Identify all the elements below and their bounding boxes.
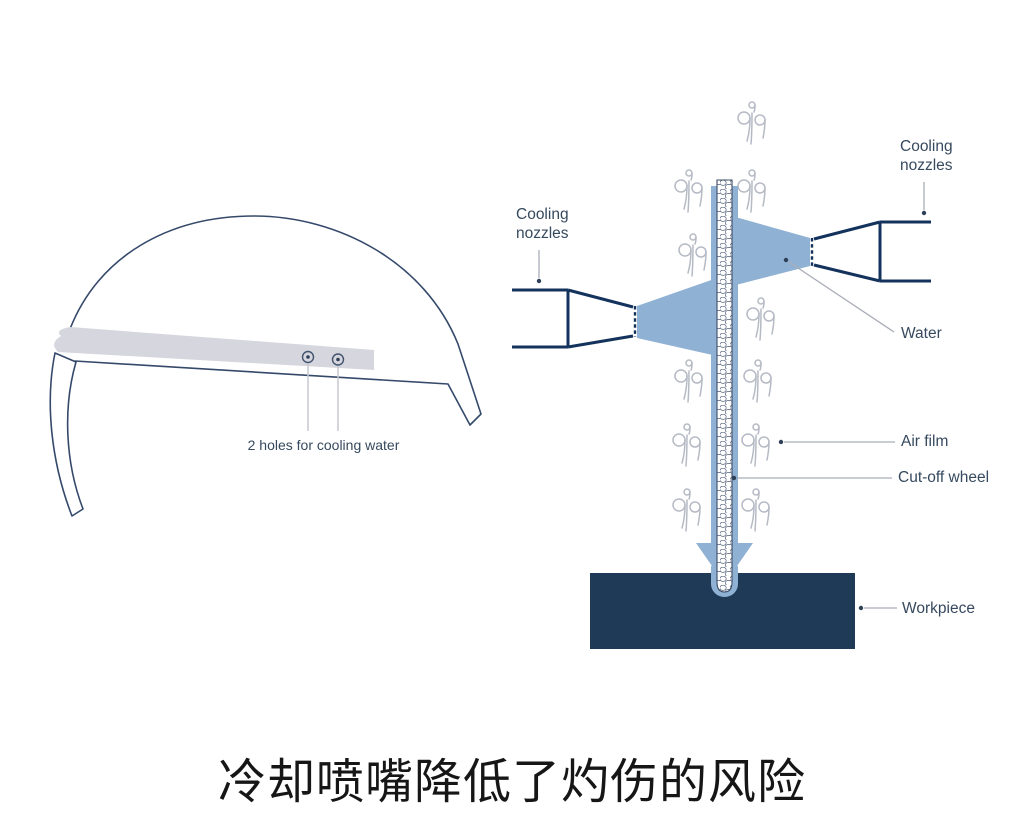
label-water: Water [901, 325, 942, 342]
leader-dot [858, 605, 864, 611]
guard-side-strap [49, 352, 84, 517]
cooling-nozzle-right [813, 220, 931, 283]
air-swirl-icon [672, 423, 701, 467]
air-swirl-icon [746, 297, 775, 341]
leader-dot [731, 475, 737, 481]
air-swirl-icon [737, 101, 766, 145]
figure-title: 冷却喷嘴降低了灼伤的风险 [217, 756, 806, 809]
leader-dot [783, 257, 789, 263]
leader-dot [536, 278, 542, 284]
cooling-hole-icon [301, 350, 315, 364]
guard-cooling-bar [54, 327, 375, 370]
air-swirl-icon [737, 169, 766, 213]
cooling-hole-icon [331, 353, 345, 366]
air-swirl-icon [741, 423, 770, 467]
air-swirl-icon [741, 488, 770, 532]
leader-dot [778, 439, 784, 445]
leader-dot [921, 210, 927, 216]
air-swirl-icon [743, 359, 772, 403]
label-cooling-nozzles-right: Cooling nozzles [900, 138, 953, 174]
label-workpiece: Workpiece [902, 600, 975, 617]
label-air-film: Air film [901, 433, 949, 450]
air-swirl-icon [674, 169, 703, 213]
air-swirl-icon [678, 233, 707, 277]
label-cut-off-wheel: Cut-off wheel [898, 469, 990, 486]
guard-outline [69, 215, 482, 426]
nozzle-figure [512, 101, 931, 649]
cooling-nozzle-left [512, 288, 634, 349]
guard-figure [49, 215, 482, 517]
air-swirl-icon [672, 488, 701, 532]
label-cooling-holes: 2 holes for cooling water [247, 437, 400, 453]
leader-lines [536, 182, 927, 611]
water-spray-right [732, 216, 810, 286]
label-cooling-nozzles-left: Cooling nozzles [516, 206, 569, 242]
leader-water [788, 261, 895, 333]
water-spray-left [637, 278, 717, 356]
air-swirl-icon [674, 359, 703, 403]
cooling-hole-center [336, 357, 340, 362]
cooling-hole-center [306, 355, 310, 359]
cut-off-wheel [716, 179, 733, 593]
